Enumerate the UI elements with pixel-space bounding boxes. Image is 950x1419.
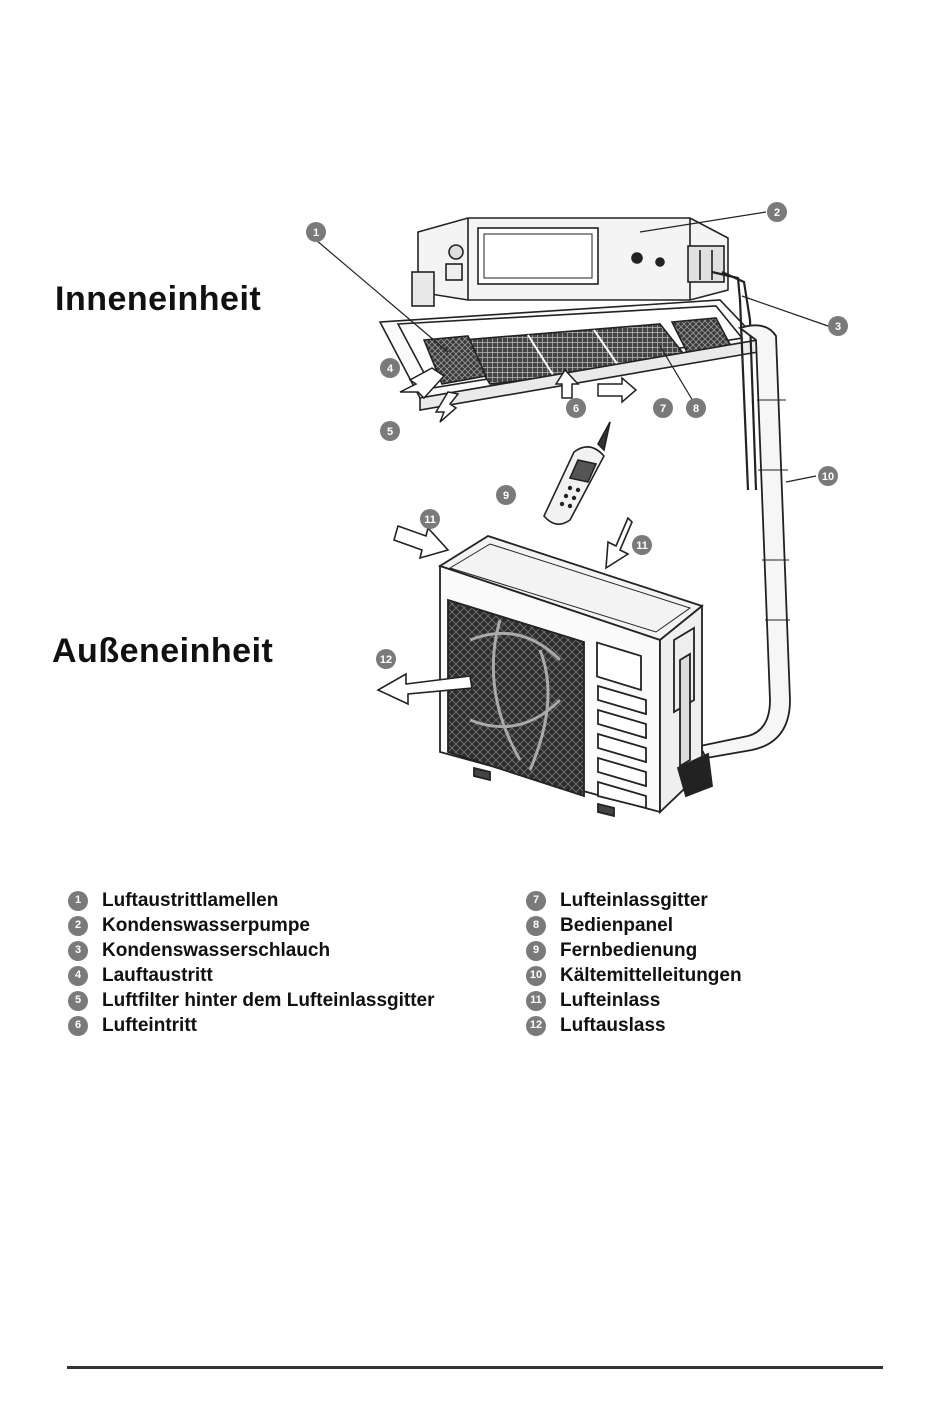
outdoor-airflow-arrows <box>376 516 633 706</box>
legend-item: 1 Luftaustrittlamellen <box>68 888 435 913</box>
legend-label: Lufteinlass <box>560 990 661 1011</box>
air-conditioner-diagram: 1 2 3 4 5 6 7 8 9 10 11 11 12 <box>306 202 848 818</box>
callout-1: 1 <box>306 222 326 242</box>
legend-label: Lufteintritt <box>102 1015 197 1036</box>
legend-label: Fernbedienung <box>560 940 698 961</box>
legend-number-badge: 9 <box>526 940 546 961</box>
callout-7-label: 7 <box>660 403 666 415</box>
remote-control <box>543 421 611 525</box>
callout-3: 3 <box>828 316 848 336</box>
legend-number-badge: 5 <box>68 990 88 1011</box>
outdoor-unit-title: Außeneinheit <box>52 632 274 670</box>
legend-item: 5 Luftfilter hinter dem Lufteinlassgitter <box>68 988 435 1013</box>
callout-5: 5 <box>380 421 400 441</box>
legend-item: 6 Lufteintritt <box>68 1013 435 1038</box>
page-bottom-rule <box>67 1366 883 1369</box>
callout-10-label: 10 <box>822 471 834 483</box>
legend-number-badge: 6 <box>68 1015 88 1036</box>
callout-8-label: 8 <box>693 403 699 415</box>
callout-11b: 11 <box>632 535 652 555</box>
legend-item: 10 Kältemittelleitungen <box>526 963 742 988</box>
outdoor-unit <box>437 535 713 818</box>
callout-12: 12 <box>376 649 396 669</box>
callout-11a-label: 11 <box>424 514 436 526</box>
legend-label: Lauftaustritt <box>102 965 213 986</box>
legend-label: Luftaustrittlamellen <box>102 890 279 911</box>
legend-item: 7 Lufteinlassgitter <box>526 888 742 913</box>
legend-number-badge: 4 <box>68 965 88 986</box>
callout-2-label: 2 <box>774 207 780 219</box>
legend-item: 4 Lauftaustritt <box>68 963 435 988</box>
legend-item: 3 Kondenswasserschlauch <box>68 938 435 963</box>
callout-10: 10 <box>818 466 838 486</box>
legend-label: Luftfilter hinter dem Lufteinlassgitter <box>102 990 435 1011</box>
refrigerant-pipe-bundle <box>698 324 791 760</box>
indoor-unit <box>378 217 760 491</box>
callout-11b-label: 11 <box>636 540 648 552</box>
callout-4-label: 4 <box>387 363 394 375</box>
legend-label: Kondenswasserschlauch <box>102 940 331 961</box>
legend-label: Bedienpanel <box>560 915 673 936</box>
legend-number-badge: 11 <box>526 990 546 1011</box>
indoor-airflow-arrows <box>399 367 638 423</box>
callout-6-label: 6 <box>573 403 579 415</box>
legend-item: 8 Bedienpanel <box>526 913 742 938</box>
legend-item: 2 Kondenswasserpumpe <box>68 913 435 938</box>
legend-left-column: 1 Luftaustrittlamellen 2 Kondenswasserpump… <box>68 888 435 1038</box>
legend-number-badge: 2 <box>68 915 88 936</box>
legend-number-badge: 8 <box>526 915 546 936</box>
legend-number-badge: 7 <box>526 890 546 911</box>
callout-9-label: 9 <box>503 490 509 502</box>
legend-item: 12 Luftauslass <box>526 1013 742 1038</box>
callout-3-label: 3 <box>835 321 841 333</box>
callout-12-label: 12 <box>380 654 392 666</box>
callout-5-label: 5 <box>387 426 393 438</box>
legend-item: 9 Fernbedienung <box>526 938 742 963</box>
callout-7: 7 <box>653 398 673 418</box>
legend-number-badge: 1 <box>68 890 88 911</box>
callout-9: 9 <box>496 485 516 505</box>
callout-6: 6 <box>566 398 586 418</box>
legend-number-badge: 3 <box>68 940 88 961</box>
callout-4: 4 <box>380 358 400 378</box>
callout-badges: 1 2 3 4 5 6 7 8 9 10 11 11 12 <box>306 202 848 669</box>
callout-11a: 11 <box>420 509 440 529</box>
legend-label: Luftauslass <box>560 1015 666 1036</box>
legend-number-badge: 12 <box>526 1015 546 1036</box>
legend-label: Kondenswasserpumpe <box>102 915 310 936</box>
indoor-unit-title: Inneneinheit <box>55 280 262 318</box>
legend-number-badge: 10 <box>526 965 546 986</box>
callout-2: 2 <box>767 202 787 222</box>
legend-right-column: 7 Lufteinlassgitter 8 Bedienpanel 9 Fernbed… <box>526 888 742 1038</box>
legend-label: Lufteinlassgitter <box>560 890 708 911</box>
callout-8: 8 <box>686 398 706 418</box>
legend-label: Kältemittelleitungen <box>560 965 742 986</box>
callout-1-label: 1 <box>313 227 319 239</box>
leader-lines <box>315 211 829 483</box>
legend-item: 11 Lufteinlass <box>526 988 742 1013</box>
